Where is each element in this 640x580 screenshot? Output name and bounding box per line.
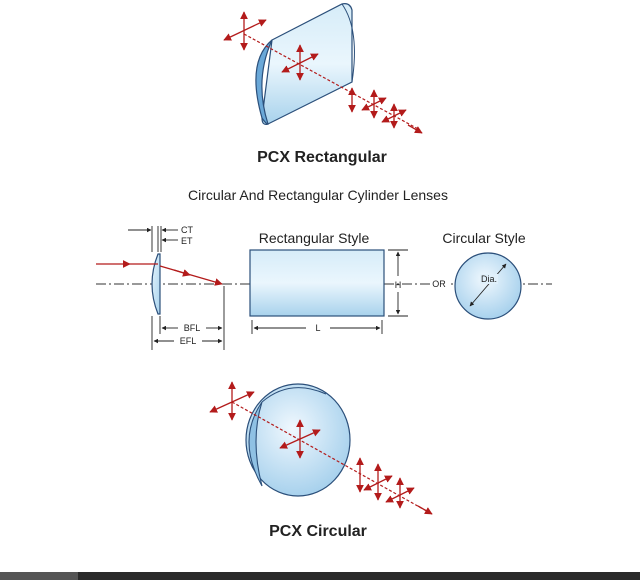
rectangular-style-view: Rectangular Style L H (249, 230, 408, 334)
rectangular-style-label: Rectangular Style (259, 230, 370, 246)
pcx-rectangular-illustration (223, 3, 423, 134)
circular-style-label: Circular Style (442, 230, 525, 246)
side-view-lens: CT ET BFL EFL (96, 225, 225, 350)
pcx-rectangular-title: PCX Rectangular (257, 149, 387, 166)
circ-lens-curved-face (248, 401, 263, 487)
pcx-circular-title: PCX Circular (269, 523, 367, 540)
et-label: ET (181, 236, 193, 246)
bottom-bar (0, 572, 640, 580)
height-label: H (395, 280, 402, 290)
pcx-circular-illustration (209, 381, 433, 515)
efl-label: EFL (180, 336, 197, 346)
dia-label: Dia. (481, 274, 497, 284)
rect-lens-curved-face (255, 39, 273, 125)
bfl-label: BFL (184, 323, 201, 333)
ct-label: CT (181, 225, 193, 235)
length-label: L (315, 323, 320, 333)
rect-lens-body (261, 3, 353, 125)
circular-style-view: Circular Style Dia. (442, 230, 526, 320)
incoming-arrows (223, 11, 267, 51)
diagram-subtitle: Circular And Rectangular Cylinder Lenses (188, 187, 448, 203)
bottom-bar-segment (0, 572, 78, 580)
or-label: OR (432, 279, 446, 289)
